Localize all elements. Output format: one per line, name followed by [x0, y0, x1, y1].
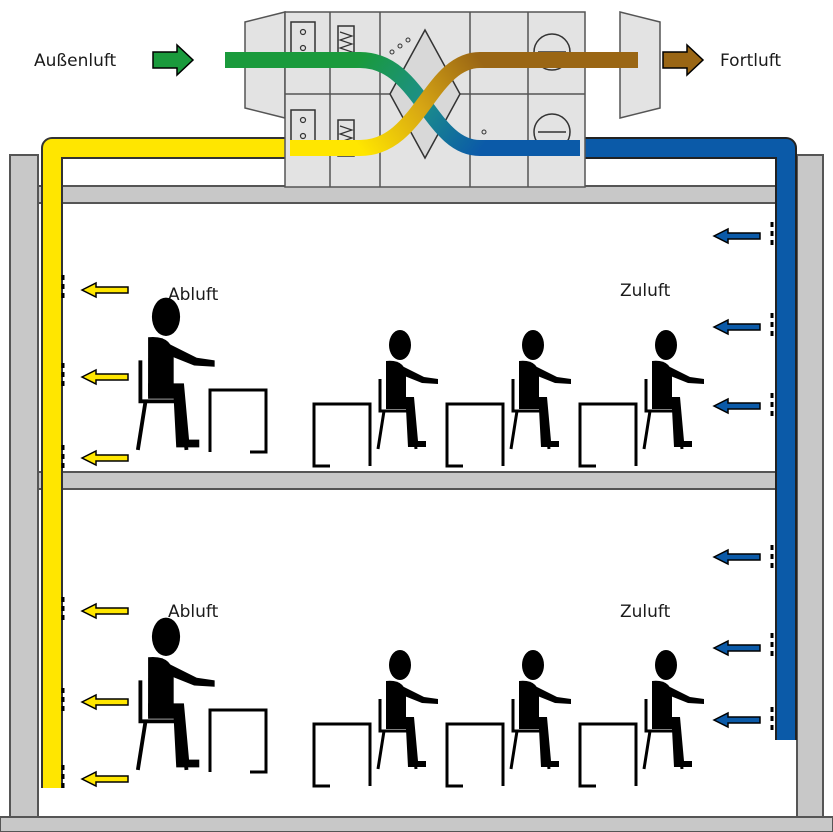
desk-icon	[578, 402, 638, 468]
desk-icon	[578, 722, 638, 788]
supply-arrow-icon	[713, 398, 761, 414]
person-icon	[642, 328, 706, 451]
exhaust-out-label: Fortluft	[720, 51, 781, 71]
roof-slab	[37, 185, 798, 204]
exhaust-out-arrow-icon	[662, 44, 704, 76]
extract-arrow-icon	[81, 282, 129, 298]
extract-air-outlets	[61, 273, 129, 790]
extract-arrow-icon	[81, 603, 129, 619]
right-wall	[796, 154, 824, 818]
supply-arrow-icon	[713, 228, 761, 244]
exhaust-air-path	[290, 52, 638, 156]
left-wall	[9, 154, 39, 818]
supply-arrow-icon	[713, 640, 761, 656]
person-icon	[135, 615, 217, 772]
ground-floor-slab	[0, 816, 833, 832]
upper-supply-label: Zuluft	[620, 281, 671, 301]
building	[0, 154, 833, 832]
person-icon	[376, 648, 440, 771]
person-icon	[376, 328, 440, 451]
supply-arrow-icon	[713, 549, 761, 565]
ventilation-unit	[244, 11, 661, 188]
desk-icon	[208, 708, 268, 774]
lower-extract-label: Abluft	[168, 602, 219, 622]
desk-icon	[312, 722, 372, 788]
supply-air-duct	[580, 137, 797, 740]
desk-icon	[312, 402, 372, 468]
upper-extract-label: Abluft	[168, 285, 219, 305]
lower-supply-label: Zuluft	[620, 602, 671, 622]
desk-icon	[208, 388, 268, 454]
airflow-paths	[225, 52, 638, 156]
extract-arrow-icon	[81, 771, 129, 787]
person-icon	[135, 295, 217, 452]
upper-floor-occupants	[135, 295, 706, 468]
middle-floor-slab	[37, 471, 798, 490]
person-icon	[509, 648, 573, 771]
person-icon	[509, 328, 573, 451]
desk-icon	[445, 402, 505, 468]
extract-arrow-icon	[81, 369, 129, 385]
supply-arrow-icon	[713, 319, 761, 335]
outdoor-air-label: Außenluft	[34, 51, 117, 71]
desk-icon	[445, 722, 505, 788]
extract-arrow-icon	[81, 450, 129, 466]
extract-air-duct	[41, 137, 290, 788]
person-icon	[642, 648, 706, 771]
extract-arrow-icon	[81, 694, 129, 710]
supply-arrow-icon	[713, 712, 761, 728]
lower-floor-occupants	[135, 615, 706, 788]
outdoor-air-arrow-icon	[152, 44, 194, 76]
